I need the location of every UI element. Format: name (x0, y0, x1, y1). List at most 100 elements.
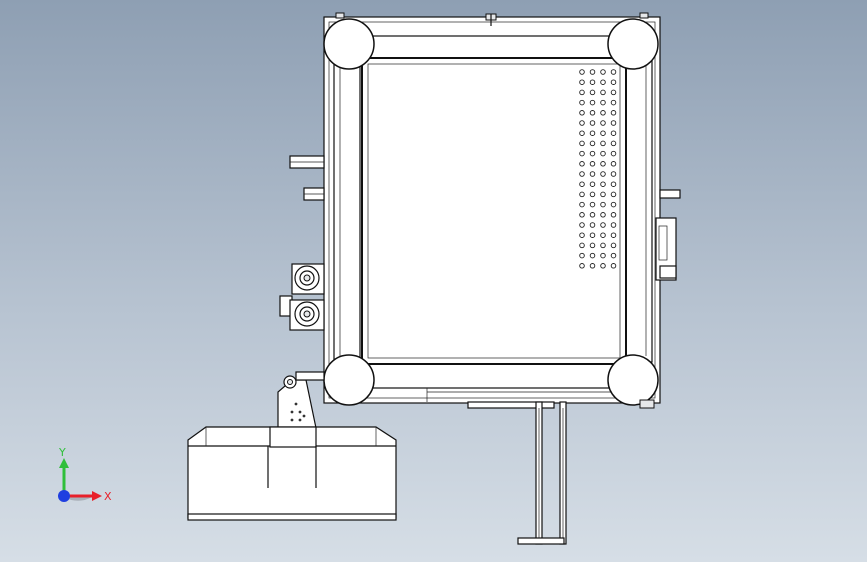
perforation-hole (600, 161, 606, 167)
perforation-hole (610, 79, 617, 85)
perforation-hole (589, 150, 596, 157)
perforation-hole (589, 263, 596, 269)
perforation-hole (600, 89, 606, 96)
perforation-hole (579, 150, 585, 157)
perforation-hole (600, 140, 606, 147)
z-axis-dot (58, 490, 70, 502)
perforation-hole (589, 161, 596, 167)
perforation-hole (579, 263, 585, 269)
perforation-hole (579, 140, 585, 147)
perforation-hole (610, 252, 617, 259)
perforation-hole (579, 242, 585, 249)
perforation-hole (579, 161, 585, 167)
perforation-hole (589, 69, 596, 75)
perforation-hole (610, 99, 617, 106)
perforation-hole (589, 201, 596, 208)
perforation-hole (600, 191, 606, 198)
perforation-hole (600, 252, 606, 259)
perforation-hole (610, 242, 617, 249)
perforation-hole (610, 140, 617, 147)
hopper-arm (277, 371, 325, 429)
perforation-hole (610, 161, 617, 167)
perforation-hole (589, 222, 596, 228)
perforation-hole (589, 89, 596, 96)
right-handle (655, 189, 681, 281)
perforation-hole (600, 171, 606, 177)
perforation-hole (589, 181, 596, 187)
perforation-hole (610, 191, 617, 198)
perforation-hole (600, 69, 606, 75)
perforation-hole (600, 232, 606, 238)
perforation-hole (579, 212, 585, 218)
perforation-hole (579, 89, 585, 96)
perforation-hole (610, 232, 617, 238)
perforation-hole (610, 201, 617, 208)
perforation-hole (589, 140, 596, 147)
wheel-assembly (279, 263, 325, 331)
perforation-hole (610, 171, 617, 177)
y-axis-label: Y (58, 446, 66, 459)
perforation-hole (610, 222, 617, 228)
support-legs (467, 401, 567, 545)
corner-rollers (323, 18, 659, 406)
perforation-hole (589, 212, 596, 218)
perforation-hole (600, 99, 606, 106)
triad-rotation-arc (64, 497, 92, 501)
perforation-hole (579, 222, 585, 228)
x-axis-label: X (104, 490, 112, 503)
perforation-hole (579, 79, 585, 85)
perforation-hole (589, 130, 596, 136)
perforation-hole (600, 150, 606, 157)
perforation-hole (600, 181, 606, 187)
perforation-hole (610, 89, 617, 96)
perforation-hole (579, 110, 585, 116)
roller-bottom-right (607, 354, 659, 406)
perforation-hole (610, 69, 617, 75)
hopper-body (187, 426, 397, 521)
perforation-hole (579, 120, 585, 126)
perforation-hole (579, 69, 585, 75)
perforation-hole (589, 79, 596, 85)
top-details (335, 12, 655, 409)
roller-top-right (607, 18, 659, 70)
roller-top-left (323, 18, 375, 70)
perforation-hole (589, 120, 596, 126)
perforation-hole (579, 130, 585, 136)
left-bracket-upper (289, 155, 325, 201)
perforation-hole (600, 242, 606, 249)
perforation-grid (579, 69, 617, 269)
perforation-hole (589, 242, 596, 249)
axis-triad: Y X (58, 446, 112, 503)
roller-bottom-left (323, 354, 375, 406)
perforation-hole (600, 79, 606, 85)
perforation-hole (600, 212, 606, 218)
perforation-hole (589, 171, 596, 177)
perforation-hole (589, 99, 596, 106)
inner-plate (361, 57, 627, 365)
perforation-hole (610, 150, 617, 157)
perforation-hole (589, 110, 596, 116)
perforation-hole (579, 201, 585, 208)
perforation-hole (610, 110, 617, 116)
perforation-hole (600, 130, 606, 136)
perforation-hole (579, 232, 585, 238)
perforation-hole (610, 212, 617, 218)
perforation-hole (589, 191, 596, 198)
perforation-hole (610, 130, 617, 136)
perforation-hole (610, 263, 617, 269)
x-axis-arrowhead (92, 491, 102, 501)
perforation-hole (589, 252, 596, 259)
perforation-hole (579, 252, 585, 259)
perforation-hole (600, 222, 606, 228)
perforation-hole (610, 181, 617, 187)
perforation-hole (589, 232, 596, 238)
perforation-hole (600, 263, 606, 269)
perforation-hole (579, 191, 585, 198)
perforation-hole (600, 120, 606, 126)
perforation-hole (600, 201, 606, 208)
perforation-hole (579, 181, 585, 187)
y-axis-arrowhead (59, 458, 69, 468)
perforation-hole (610, 120, 617, 126)
perforation-hole (600, 110, 606, 116)
